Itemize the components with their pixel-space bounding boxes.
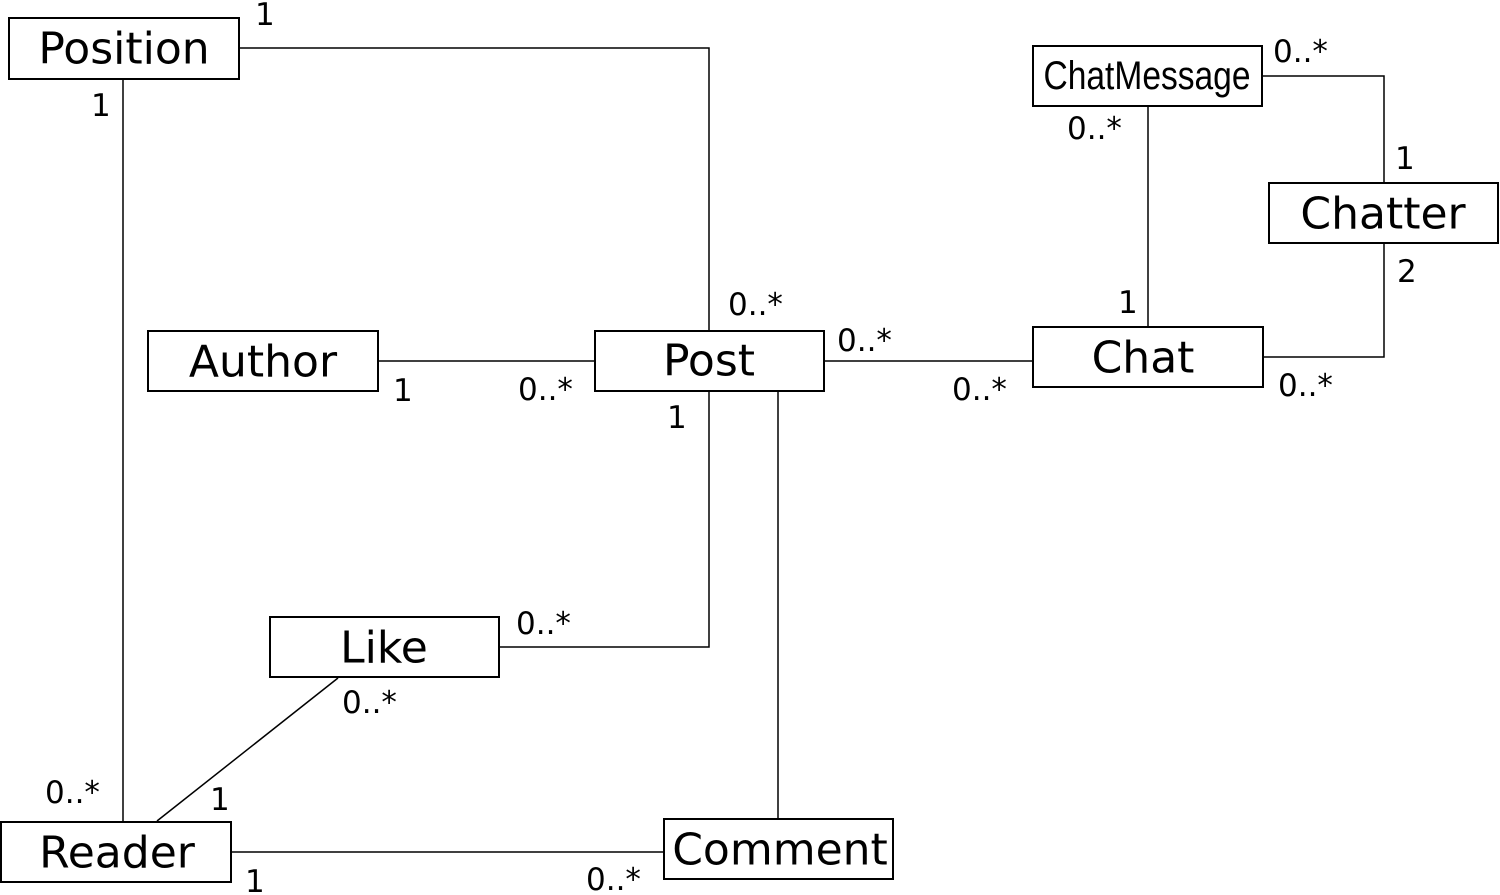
- multiplicity-post-like-at-post: 1: [667, 400, 687, 436]
- multiplicity-author-post-at-post: 0..*: [518, 372, 573, 408]
- class-comment-label: Comment: [672, 825, 888, 876]
- association-post-like: [499, 391, 710, 648]
- class-chatter-label: Chatter: [1300, 189, 1466, 240]
- multiplicity-chatmessage-chat-at-chatmessage: 0..*: [1067, 111, 1122, 147]
- class-like-label: Like: [340, 623, 428, 674]
- multiplicity-post-chat-at-post: 0..*: [837, 323, 892, 359]
- class-chatmessage: ChatMessage: [1032, 45, 1263, 107]
- class-comment: Comment: [663, 818, 894, 880]
- multiplicity-labels: 1 0..* 1 0..* 1 0..* 0..* 0..* 1 0..* 0.…: [45, 0, 1417, 895]
- multiplicity-chatter-chat-at-chat: 0..*: [1278, 368, 1333, 404]
- multiplicity-reader-comment-at-reader: 1: [245, 864, 265, 895]
- multiplicity-like-reader-at-like: 0..*: [342, 685, 397, 721]
- multiplicity-position-reader-at-reader: 0..*: [45, 775, 100, 811]
- class-chatmessage-label: ChatMessage: [1044, 54, 1251, 98]
- multiplicity-position-reader-at-position: 1: [91, 88, 111, 124]
- multiplicity-like-reader-at-reader: 1: [210, 782, 230, 818]
- association-chatmessage-chatter: [1262, 75, 1385, 183]
- multiplicity-post-like-at-like: 0..*: [516, 606, 571, 642]
- multiplicity-chatmessage-chat-at-chat: 1: [1118, 285, 1138, 321]
- class-reader-label: Reader: [39, 828, 196, 879]
- class-position: Position: [8, 17, 240, 80]
- multiplicity-position-post-at-position: 1: [255, 0, 275, 33]
- multiplicity-position-post-at-post: 0..*: [728, 287, 783, 323]
- class-post: Post: [594, 330, 825, 392]
- class-chatter: Chatter: [1268, 182, 1499, 244]
- class-chat-label: Chat: [1092, 333, 1195, 384]
- class-author-label: Author: [189, 337, 338, 388]
- multiplicity-chatmessage-chatter-at-chatter: 1: [1395, 141, 1415, 177]
- multiplicity-author-post-at-author: 1: [393, 373, 413, 409]
- class-like: Like: [269, 616, 500, 678]
- class-chat: Chat: [1032, 326, 1264, 388]
- class-post-label: Post: [663, 336, 755, 387]
- multiplicity-chatter-chat-at-chatter: 2: [1397, 254, 1417, 290]
- association-lines: [122, 47, 1385, 853]
- class-author: Author: [147, 330, 379, 392]
- multiplicity-reader-comment-at-comment: 0..*: [586, 862, 641, 895]
- class-reader: Reader: [0, 821, 232, 883]
- association-chatter-chat: [1263, 244, 1385, 358]
- multiplicity-chatmessage-chatter-at-chatmessage: 0..*: [1273, 34, 1328, 70]
- association-position-post: [239, 47, 710, 331]
- multiplicity-post-chat-at-chat: 0..*: [952, 372, 1007, 408]
- class-position-label: Position: [38, 24, 209, 75]
- association-like-reader: [156, 677, 339, 822]
